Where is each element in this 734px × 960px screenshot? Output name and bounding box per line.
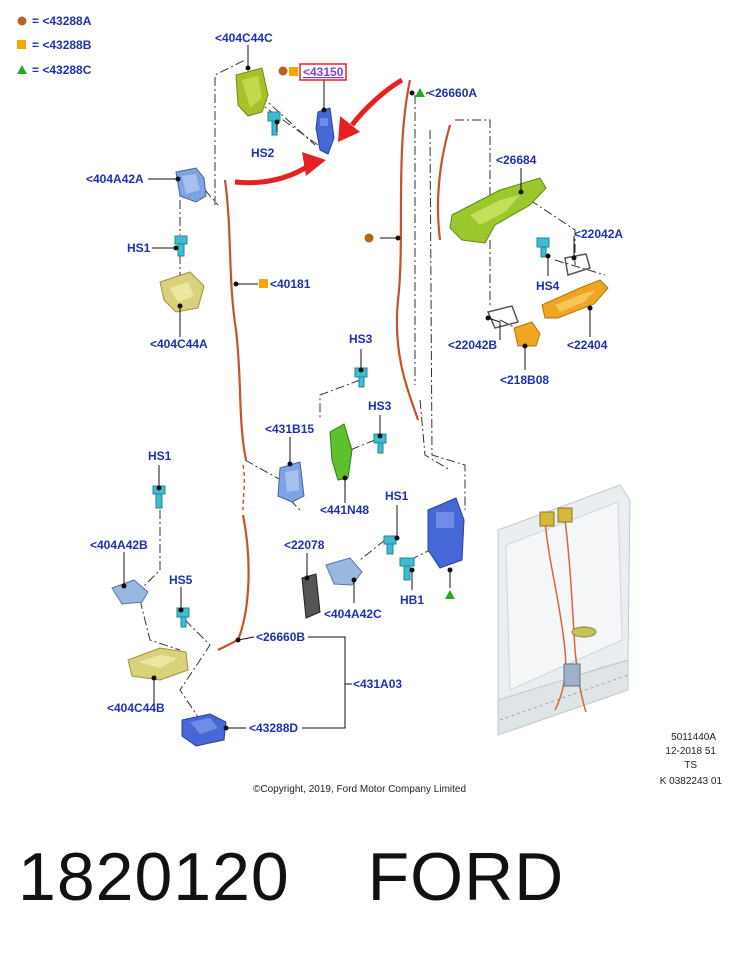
info-line-1: 5011440A [671, 732, 716, 743]
callout-22404[interactable]: <22404 [567, 338, 608, 352]
cable-right-b [436, 124, 452, 241]
screw-hs1-top [174, 235, 188, 257]
callout-hb1[interactable]: HB1 [400, 593, 424, 607]
leader-lines [121, 45, 593, 731]
callout-26684[interactable]: <26684 [496, 153, 537, 167]
marker-triangle-icon [445, 590, 455, 599]
legend-square-icon [17, 40, 26, 49]
highlight-box-43150 [299, 63, 347, 81]
callout-26660a[interactable]: <26660A [428, 86, 477, 100]
callout-218b08[interactable]: <218B08 [500, 373, 549, 387]
highlight-arrow-icon [234, 162, 312, 186]
callout-404a42b[interactable]: <404A42B [90, 538, 148, 552]
callout-404c44a[interactable]: <404C44A [150, 337, 208, 351]
copyright: ©Copyright, 2019, Ford Motor Company Lim… [253, 784, 466, 795]
info-block: 5011440A 12-2018 51 TS K 0382243 01 [660, 732, 723, 787]
bracket-404c44a [159, 271, 205, 313]
screw-hs5 [176, 607, 190, 628]
part-22078 [301, 573, 321, 619]
callout-hs1-right[interactable]: HS1 [385, 489, 409, 503]
latch-main [427, 497, 465, 569]
legend-circle-icon [17, 16, 27, 26]
callout-404a42a[interactable]: <404A42A [86, 172, 144, 186]
screw-hs4 [536, 237, 550, 258]
marker-square-icon [289, 67, 298, 76]
gasket-22042a [564, 253, 591, 276]
screw-hs1-right [383, 535, 397, 555]
marker-circle-icon [364, 233, 374, 243]
highlight-arrows [234, 77, 404, 186]
legend-label-b: = <43288B [32, 38, 92, 52]
callout-hs1-left[interactable]: HS1 [148, 449, 172, 463]
bracket-404a42b [111, 579, 149, 605]
callout-40181[interactable]: <40181 [270, 277, 311, 291]
callout-26660b[interactable]: <26660B [256, 630, 305, 644]
callout-431a03[interactable]: <431A03 [353, 677, 402, 691]
callout-hs4[interactable]: HS4 [536, 279, 560, 293]
handle-26684 [449, 177, 547, 244]
callout-431b15[interactable]: <431B15 [265, 422, 314, 436]
bracket-404a42c [325, 557, 363, 586]
callout-404c44c[interactable]: <404C44C [215, 31, 273, 45]
legend-label-c: = <43288C [32, 63, 92, 77]
marker-triangle-icon [415, 88, 425, 97]
callout-404a42c[interactable]: <404A42C [324, 607, 382, 621]
callout-22042a[interactable]: <22042A [574, 227, 623, 241]
part-218b08 [513, 321, 541, 347]
callout-441n48[interactable]: <441N48 [320, 503, 369, 517]
bracket-431b15 [277, 461, 305, 503]
lock-43288d [181, 713, 227, 747]
bolt-hb1 [399, 557, 415, 581]
callout-404c44b[interactable]: <404C44B [107, 701, 165, 715]
handle-22404 [541, 279, 609, 319]
parts-diagram: = <43288A = <43288B = <43288C [17, 14, 723, 795]
bracket-404c44b [127, 647, 189, 681]
cable-lower [217, 514, 250, 651]
cables [217, 79, 452, 651]
callout-hs2[interactable]: HS2 [251, 146, 275, 160]
cable-right [395, 79, 420, 421]
callout-22042b[interactable]: <22042B [448, 338, 497, 352]
marker-square-icon [259, 279, 268, 288]
callout-hs3-b[interactable]: HS3 [368, 399, 392, 413]
door-illustration [497, 484, 631, 736]
legend-triangle-icon [17, 65, 27, 74]
callout-43150[interactable]: <43150 [303, 65, 344, 79]
marker-circle-icon [278, 66, 288, 76]
callouts: <404C44C <43150 HS2 <404A42A HS1 <404C44… [86, 31, 623, 735]
callout-22078[interactable]: <22078 [284, 538, 325, 552]
bracket-404c44c [235, 67, 269, 117]
cable-upper [223, 179, 248, 461]
parts [111, 66, 609, 747]
brand-name: FORD [367, 839, 565, 915]
callout-hs5[interactable]: HS5 [169, 573, 193, 587]
info-line-2: 12-2018 51 [665, 746, 716, 757]
lever-441n48 [329, 423, 353, 481]
bracket-404a42a [175, 167, 207, 203]
info-line-3: TS [684, 760, 697, 771]
part-43150 [315, 107, 335, 155]
legend-label-a: = <43288A [32, 14, 92, 28]
part-number: 1820120 [18, 839, 290, 915]
gasket-22042b [486, 305, 519, 329]
legend: = <43288A = <43288B = <43288C [17, 14, 92, 77]
callout-hs1-top[interactable]: HS1 [127, 241, 151, 255]
info-line-4: K 0382243 01 [660, 776, 723, 787]
callout-hs3-a[interactable]: HS3 [349, 332, 373, 346]
callout-43288d[interactable]: <43288D [249, 721, 298, 735]
footer-caption: 1820120 FORD [18, 838, 564, 916]
highlight-arrow-icon [350, 77, 404, 127]
